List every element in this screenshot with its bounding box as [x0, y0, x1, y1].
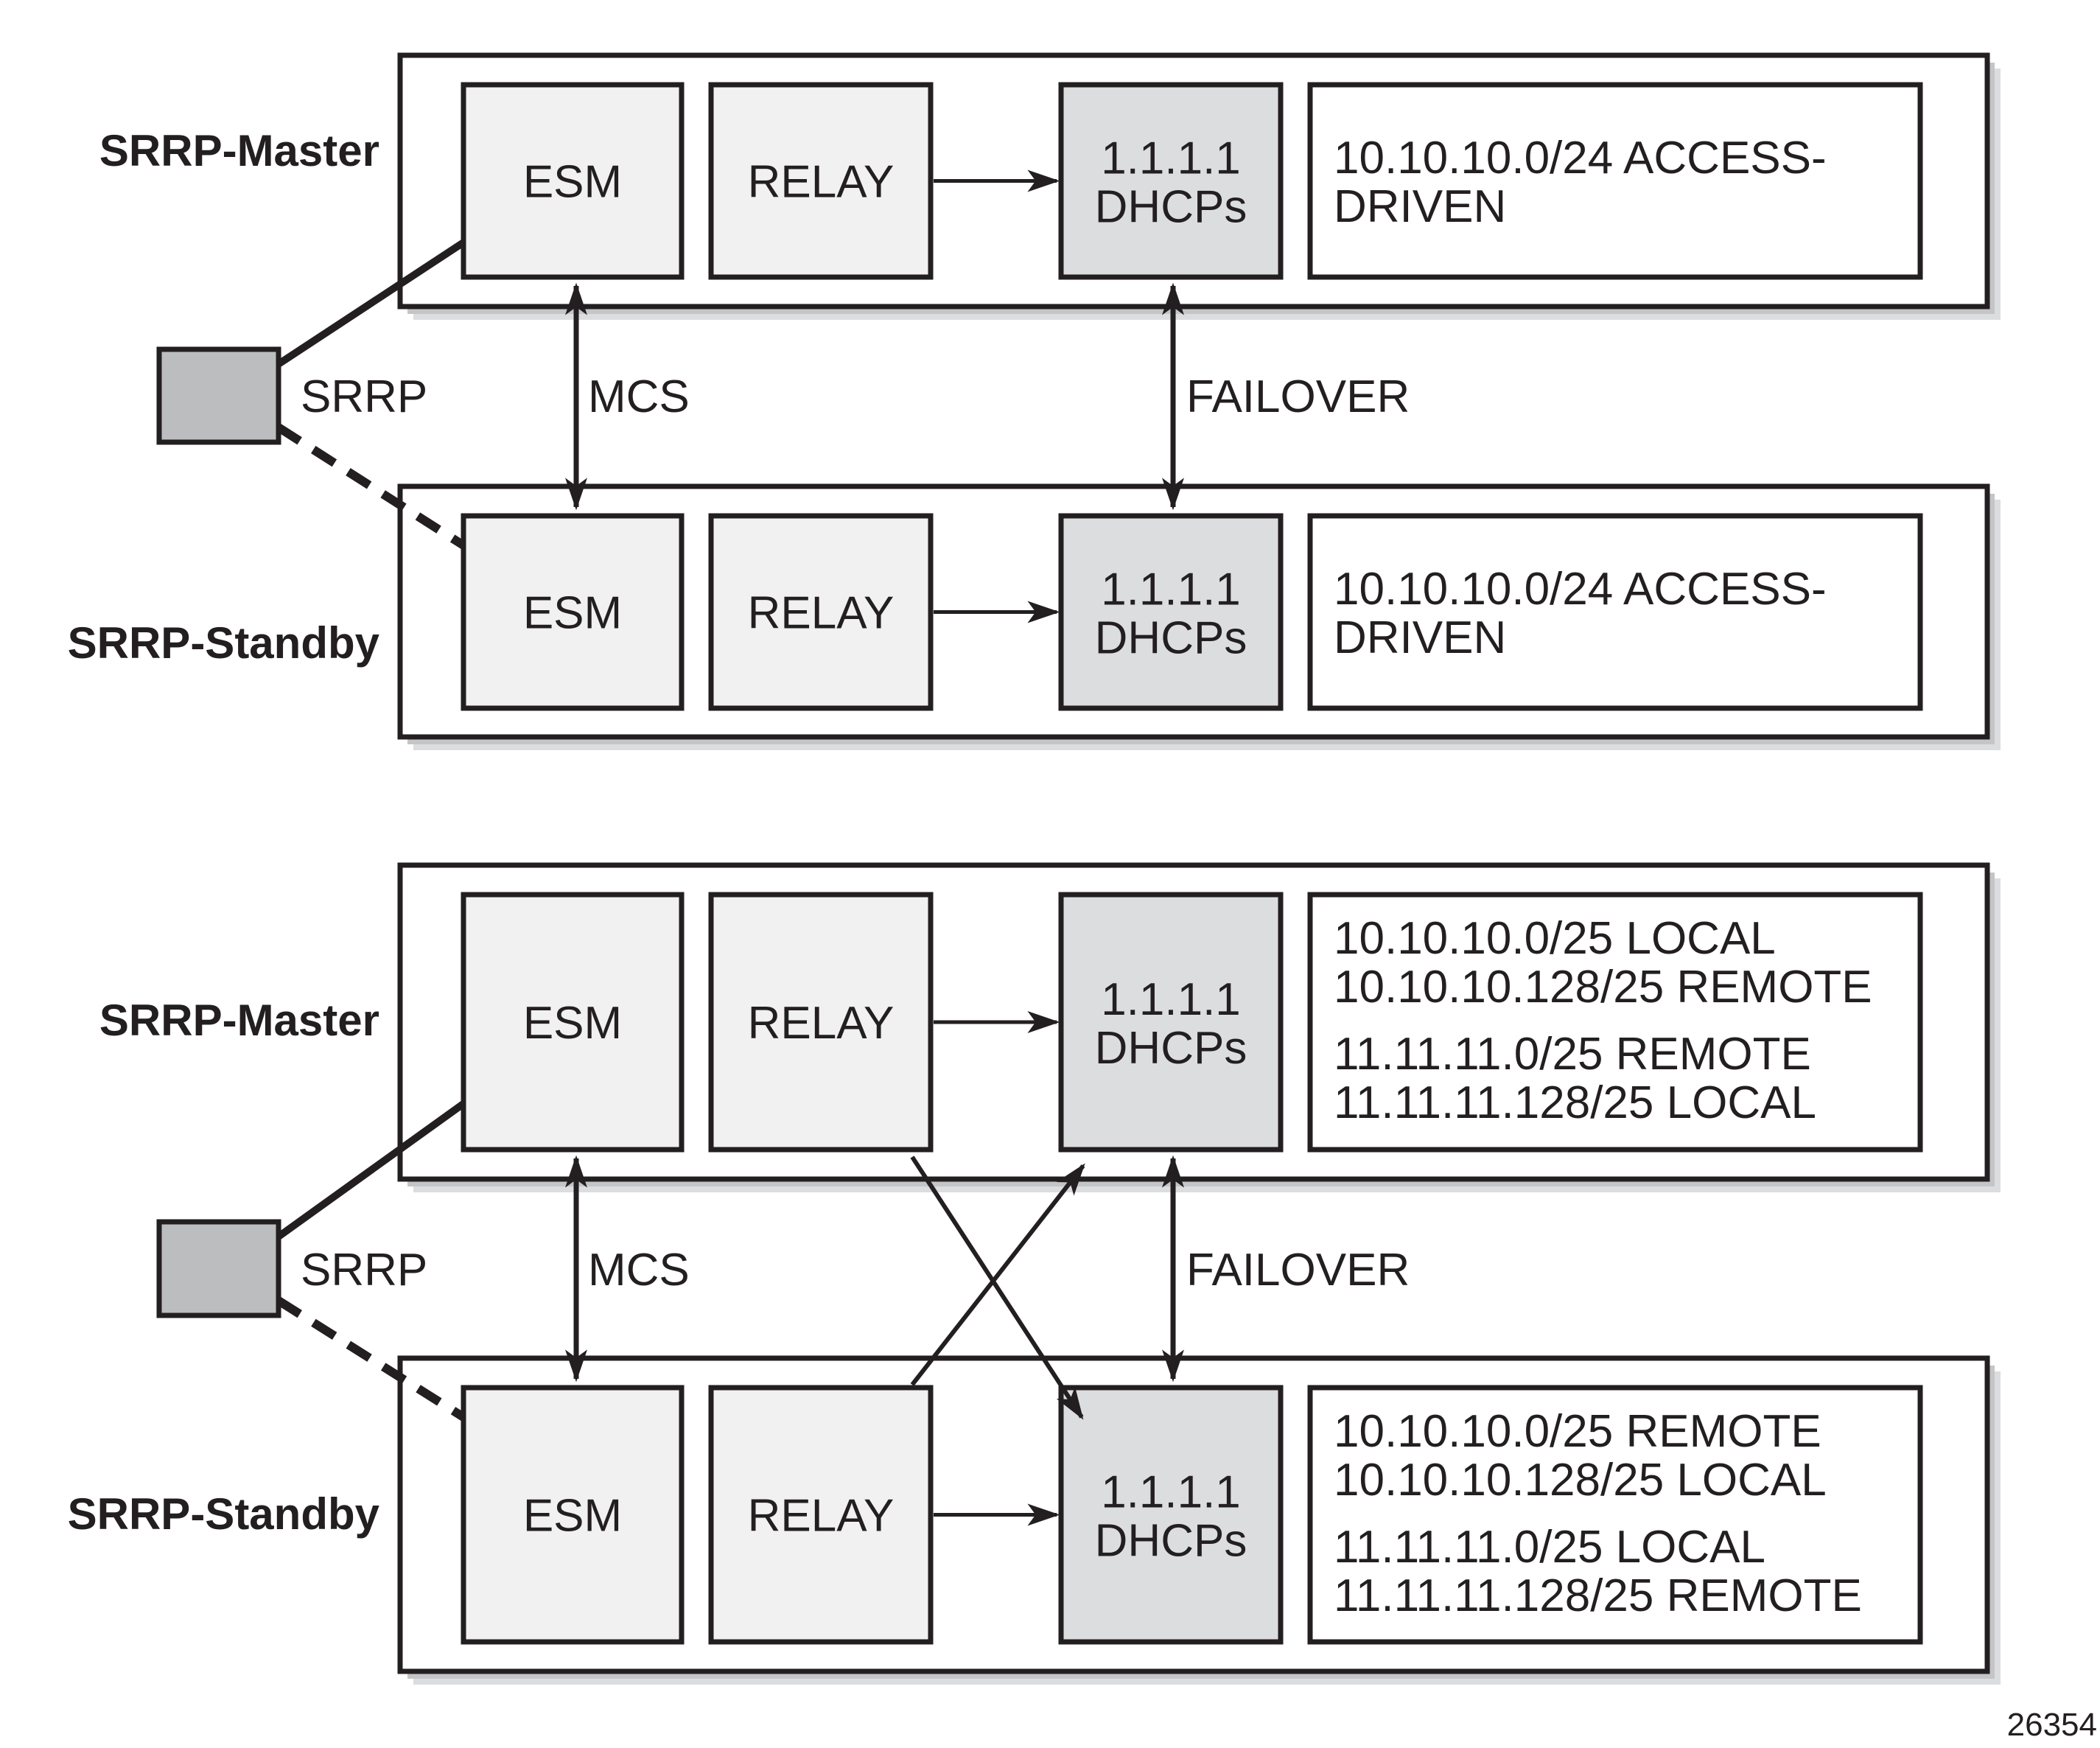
standby-dhcp-label: 1.1.1.1 [1101, 1467, 1241, 1518]
master-esm-module [461, 892, 685, 1153]
srrp-label: SRRP [301, 371, 427, 422]
master-label: SRRP-Master [99, 126, 379, 175]
mcs-label: MCS [588, 371, 690, 422]
master-relay-label: RELAY [748, 157, 895, 208]
failover-label: FAILOVER [1186, 1245, 1410, 1296]
standby-address-pool-box [1307, 1385, 1923, 1645]
mcs-label: MCS [588, 1245, 690, 1296]
standby-relay-module [708, 513, 934, 711]
srrp-standby-link [276, 423, 466, 550]
master-pool-text: 10.10.10.0/24 ACCESS- [1334, 133, 1827, 183]
standby-label: SRRP-Standby [68, 618, 380, 668]
figure-id: 26354 [2007, 1707, 2097, 1743]
master-label: SRRP-Master [99, 996, 379, 1045]
standby-pool-text: 11.11.11.128/25 REMOTE [1334, 1570, 1862, 1621]
master-relay-module [708, 82, 934, 280]
srrp-active-link [276, 239, 466, 368]
master-address-pool-box [1307, 82, 1923, 280]
master-pool-text: DRIVEN [1334, 181, 1506, 232]
master-dhcp-label: 1.1.1.1 [1101, 133, 1241, 184]
standby-pool-text: 10.10.10.0/25 REMOTE [1334, 1406, 1821, 1457]
master-relay-label: RELAY [748, 998, 895, 1049]
standby-pool-text: 11.11.11.0/25 LOCAL [1334, 1522, 1765, 1573]
master-dhcp-label: DHCPs [1095, 1023, 1247, 1074]
srrp-active-link [276, 1100, 466, 1240]
standby-dhcp-label: DHCPs [1095, 613, 1247, 664]
standby-address-pool-box [1307, 513, 1923, 711]
master-esm-label: ESM [523, 157, 622, 208]
master-esm-label: ESM [523, 998, 622, 1049]
standby-relay-label: RELAY [748, 588, 895, 639]
master-relay-to-standby-dhcp-arrow [910, 1156, 1084, 1420]
standby-dhcp-label: DHCPs [1095, 1516, 1247, 1567]
master-pool-text: 10.10.10.0/25 LOCAL [1334, 913, 1776, 964]
master-dhcp-label: 1.1.1.1 [1101, 974, 1241, 1025]
master-pool-text: 11.11.11.0/25 REMOTE [1334, 1029, 1811, 1080]
srrp-standby-link [276, 1296, 466, 1422]
failover-label: FAILOVER [1186, 371, 1410, 422]
standby-dhcp-server [1058, 513, 1284, 711]
srrp-client-node [156, 346, 281, 445]
standby-pool-text: 10.10.10.0/24 ACCESS- [1334, 564, 1827, 615]
standby-esm-module [461, 1385, 685, 1645]
standby-pool-text: 10.10.10.128/25 LOCAL [1334, 1455, 1827, 1506]
standby-esm-label: ESM [523, 1491, 622, 1542]
standby-relay-to-master-dhcp-arrow [910, 1163, 1085, 1386]
standby-dhcp-server [1058, 1385, 1284, 1645]
master-address-pool-box [1307, 892, 1923, 1153]
srrp-label: SRRP [301, 1245, 427, 1296]
master-relay-module [708, 892, 934, 1153]
standby-dhcp-label: 1.1.1.1 [1101, 564, 1241, 615]
master-dhcp-server [1058, 82, 1284, 280]
standby-esm-label: ESM [523, 588, 622, 639]
standby-relay-module [708, 1385, 934, 1645]
standby-label: SRRP-Standby [68, 1489, 380, 1539]
standby-pool-text: DRIVEN [1334, 612, 1506, 663]
master-dhcp-server [1058, 892, 1284, 1153]
standby-esm-module [461, 513, 685, 711]
master-dhcp-label: DHCPs [1095, 182, 1247, 233]
master-esm-module [461, 82, 685, 280]
master-pool-text: 11.11.11.128/25 LOCAL [1334, 1077, 1816, 1128]
standby-relay-label: RELAY [748, 1491, 895, 1542]
master-pool-text: 10.10.10.128/25 REMOTE [1334, 962, 1872, 1013]
srrp-client-node [156, 1219, 281, 1318]
